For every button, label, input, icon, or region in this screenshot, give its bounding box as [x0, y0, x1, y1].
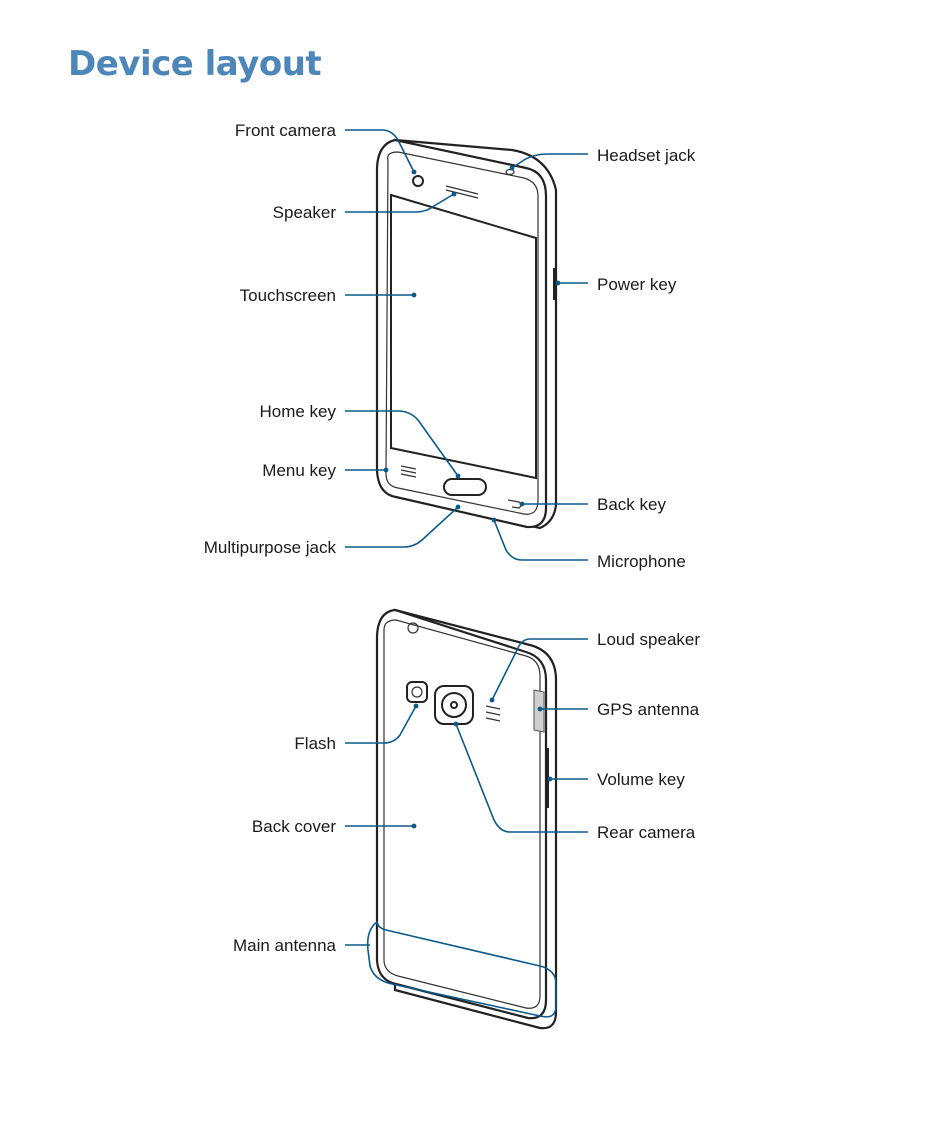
menu-key-icon — [400, 465, 417, 478]
page-title: Device layout — [68, 44, 322, 84]
label-gps-antenna: GPS antenna — [597, 700, 700, 719]
label-speaker: Speaker — [273, 203, 337, 222]
home-key-icon — [443, 478, 487, 496]
loud-speaker-grille — [485, 705, 501, 722]
top-hole-icon — [407, 622, 419, 634]
label-multipurpose-jack: Multipurpose jack — [204, 538, 337, 557]
label-main-antenna: Main antenna — [233, 936, 337, 955]
back-callouts — [345, 638, 588, 946]
speaker-grille — [445, 185, 479, 199]
label-headset-jack: Headset jack — [597, 146, 696, 165]
front-callouts — [345, 129, 588, 561]
label-back-cover: Back cover — [252, 817, 336, 836]
label-back-key: Back key — [597, 495, 666, 514]
headset-jack-icon — [505, 168, 515, 176]
flash-icon — [406, 681, 428, 703]
label-flash: Flash — [294, 734, 336, 753]
front-camera-icon — [412, 175, 424, 187]
label-front-camera: Front camera — [235, 121, 337, 140]
label-rear-camera: Rear camera — [597, 823, 696, 842]
label-volume-key: Volume key — [597, 770, 685, 789]
label-touchscreen: Touchscreen — [240, 286, 336, 305]
main-antenna-bracket — [366, 920, 557, 1018]
back-phone-illustration — [366, 608, 558, 1030]
label-loud-speaker: Loud speaker — [597, 630, 700, 649]
label-menu-key: Menu key — [262, 461, 336, 480]
front-phone-illustration — [375, 138, 558, 530]
label-home-key: Home key — [259, 402, 336, 421]
label-microphone: Microphone — [597, 552, 686, 571]
label-power-key: Power key — [597, 275, 677, 294]
